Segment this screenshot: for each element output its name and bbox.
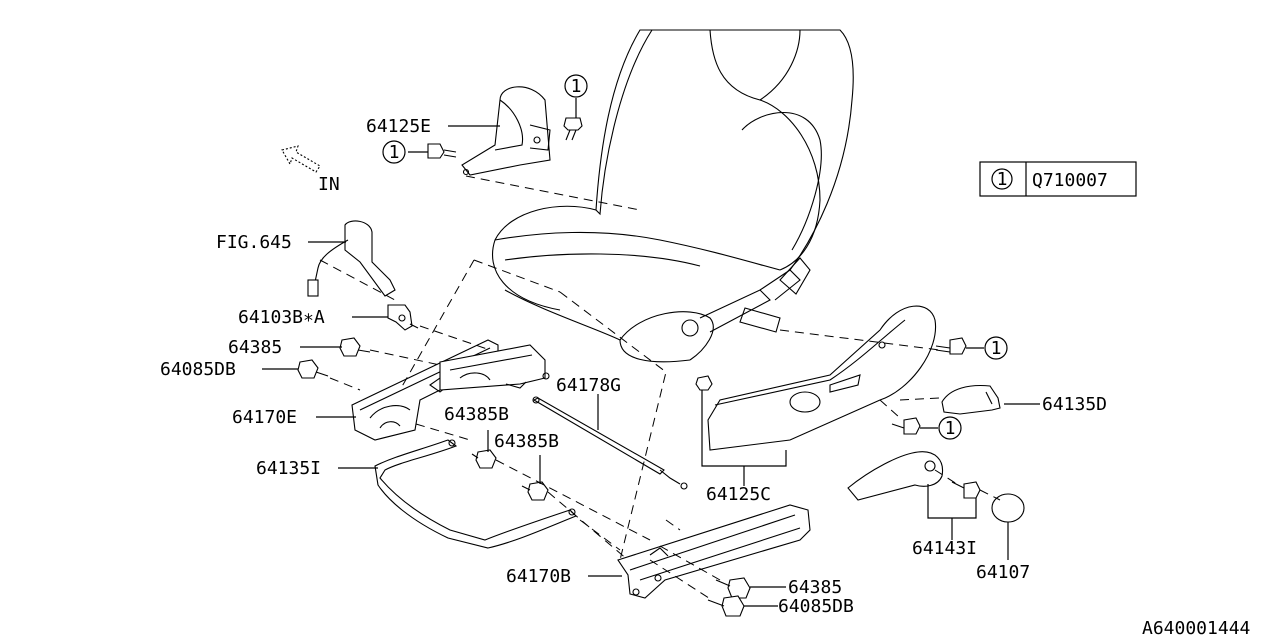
svg-text:1: 1 [389, 142, 400, 163]
screw-right-upper [935, 337, 967, 355]
svg-text:1: 1 [571, 76, 582, 97]
label-64178G: 64178G [556, 375, 621, 396]
label-64385B-1: 64385B [444, 404, 509, 425]
assembly-lines [319, 175, 1001, 601]
screw-top-right [563, 117, 583, 141]
label-64085DB-bottom: 64085DB [778, 596, 854, 617]
part-64170B-rail [617, 504, 811, 599]
part-64385-bolt-lower [715, 577, 751, 599]
part-64178G-rod [505, 381, 688, 490]
label-64385-bottom: 64385 [788, 577, 842, 598]
label-64135D: 64135D [1042, 394, 1107, 415]
label-64385B-2: 64385B [494, 431, 559, 452]
part-64385B-bolt-1 [471, 449, 497, 469]
label-64143I: 64143I [912, 538, 977, 559]
part-64385-bolt-upper [339, 337, 371, 357]
part-64135I-bar [374, 439, 577, 549]
part-64170E-rail [351, 339, 550, 441]
circle-ref-top: 1 [564, 74, 588, 98]
part-64143I-handle [847, 451, 944, 501]
label-64125C: 64125C [706, 484, 771, 505]
part-64103B-bracket [387, 304, 419, 331]
part-64085DB-bolt-lower [707, 595, 745, 617]
part-64135D-cover [941, 384, 1001, 415]
screw-right-lower [891, 417, 921, 435]
in-label: IN [318, 174, 340, 195]
svg-text:1: 1 [991, 338, 1002, 359]
part-64143I-screw [951, 481, 981, 499]
part-64125C-shield [695, 305, 937, 451]
part-64085DB-bolt-upper [297, 359, 329, 379]
screw-top-left [427, 143, 457, 159]
seat-assembly [491, 29, 854, 363]
callout-symbol: 1 [997, 169, 1008, 190]
circle-ref-left: 1 [382, 140, 406, 164]
part-64125E-shield [461, 86, 551, 176]
label-64103B: 64103B∗A [238, 307, 325, 328]
label-64085DB-top: 64085DB [160, 359, 236, 380]
leader-lines [262, 98, 1040, 607]
label-64135I: 64135I [256, 458, 321, 479]
label-64170E: 64170E [232, 407, 297, 428]
label-64125E: 64125E [366, 116, 431, 137]
in-direction-arrow: IN [281, 145, 340, 195]
svg-text:1: 1 [945, 418, 956, 439]
legend-callout-box: 1 Q710007 [979, 161, 1137, 197]
label-64107: 64107 [976, 562, 1030, 583]
circle-ref-right-upper: 1 [984, 336, 1008, 360]
label-fig645: FIG.645 [216, 232, 292, 253]
part-64385B-bolt-2 [521, 481, 549, 501]
circle-ref-right-lower: 1 [938, 416, 962, 440]
label-64385-top: 64385 [228, 337, 282, 358]
diagram-id: A640001444 [1142, 618, 1250, 639]
callout-part-number: Q710007 [1032, 170, 1108, 191]
label-64170B: 64170B [506, 566, 571, 587]
part-fig645-buckle [307, 220, 396, 297]
